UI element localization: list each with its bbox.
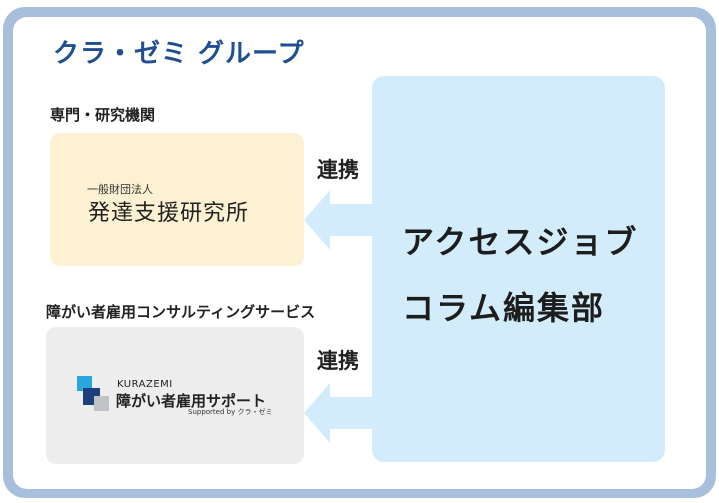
editorial-title-line2: コラム編集部 (402, 289, 606, 327)
group-title: クラ・ゼミ グループ (53, 39, 305, 69)
consulting-section-label: 障がい者雇用コンサルティングサービス (46, 303, 316, 321)
relation-label-top: 連携 (317, 158, 359, 182)
research-institute-card (50, 133, 304, 266)
logo-supported-by: Supported by クラ・ゼミ (188, 408, 273, 416)
editorial-title-line1: アクセスジョブ (402, 223, 639, 261)
kurazemi-logo-icon (77, 376, 109, 411)
editorial-department-box (372, 76, 665, 462)
logo-brand-jp: 障がい者雇用サポート (116, 392, 267, 410)
arrow-left-icon (304, 383, 374, 443)
logo-brand-en: KURAZEMI (117, 379, 173, 390)
org-prefix: 一般財団法人 (87, 183, 153, 196)
research-section-label: 専門・研究機関 (50, 106, 156, 124)
relation-label-bottom: 連携 (317, 349, 359, 373)
org-name: 発達支援研究所 (88, 201, 250, 226)
arrow-left-icon (304, 190, 374, 250)
